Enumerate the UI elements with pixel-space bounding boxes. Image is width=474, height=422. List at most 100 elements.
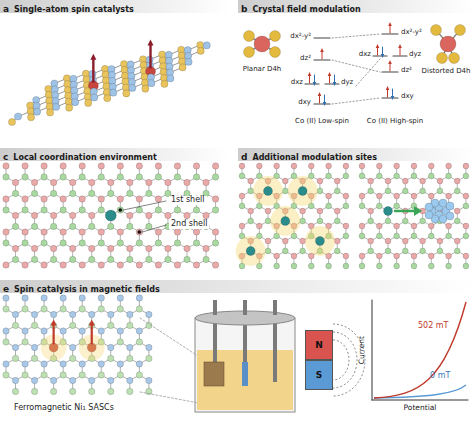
lattice-atom <box>402 218 408 224</box>
lattice-atom <box>127 212 133 218</box>
lattice-atom <box>420 178 426 184</box>
lattice-atom <box>3 240 9 246</box>
lattice-atom <box>402 178 408 184</box>
panel-letter: d <box>241 152 247 162</box>
lattice-atom <box>317 218 323 224</box>
lattice-atom <box>69 179 75 185</box>
lattice-atom <box>31 179 37 185</box>
lattice-atom <box>3 361 9 367</box>
lattice-atom <box>123 90 130 97</box>
spin-down-head <box>323 102 327 106</box>
lattice-atom <box>411 163 417 169</box>
spin-up <box>390 63 391 71</box>
lattice-atom <box>22 295 28 301</box>
lattice-atom <box>317 188 323 194</box>
reference-electrode <box>242 362 248 386</box>
lattice-atom <box>146 311 152 317</box>
lattice-atom <box>185 58 192 65</box>
lattice-atom <box>127 355 133 361</box>
orbital-label: dyz <box>409 51 421 59</box>
spin-arrow <box>92 59 94 82</box>
spin-up <box>322 51 323 59</box>
lattice-atom <box>89 377 95 383</box>
lattice-atom <box>193 174 199 180</box>
lattice-atom <box>282 188 288 194</box>
lattice-atom <box>428 253 434 259</box>
lattice-atom <box>212 240 218 246</box>
lattice-atom <box>203 42 210 49</box>
lattice-atom <box>69 256 75 262</box>
lattice-atom <box>376 223 382 229</box>
lattice-atom <box>343 203 349 209</box>
lattice-atom <box>22 306 28 312</box>
lattice-atom <box>136 295 142 301</box>
lattice-atom <box>108 223 114 229</box>
lattice-atom <box>3 295 9 301</box>
lattice-atom <box>212 196 218 202</box>
lattice-atom <box>60 229 66 235</box>
energy-level <box>373 55 387 56</box>
lattice-atom <box>89 223 95 229</box>
correlation-line <box>332 60 380 72</box>
lattice-atom <box>184 256 190 262</box>
ligand-atom <box>270 31 281 42</box>
lattice-atom <box>53 103 60 110</box>
lattice-atom <box>454 218 460 224</box>
lattice-atom <box>91 94 98 101</box>
lattice-atom <box>98 163 104 169</box>
lattice-atom <box>69 355 75 361</box>
lattice-atom <box>146 190 152 196</box>
lattice-atom <box>41 306 47 312</box>
lattice-atom <box>117 207 123 213</box>
lattice-atom <box>463 193 469 199</box>
lattice-atom <box>104 95 111 102</box>
lattice-atom <box>60 163 66 169</box>
lattice-atom <box>98 372 104 378</box>
lattice-atom <box>326 163 332 169</box>
lattice-atom <box>3 306 9 312</box>
lattice-atom <box>394 263 400 269</box>
lattice-atom <box>89 179 95 185</box>
lattice-atom <box>326 263 332 269</box>
lattice-atom <box>117 163 123 169</box>
transfer-arrow <box>395 210 415 213</box>
lattice-atom <box>50 190 56 196</box>
lattice-atom <box>291 163 297 169</box>
lattice-atom <box>69 377 75 383</box>
lattice-atom <box>146 245 152 251</box>
panel-header: bCrystal field modulation <box>238 0 474 13</box>
lattice-atom <box>89 311 95 317</box>
lattice-atom <box>79 174 85 180</box>
ligand-atom <box>244 31 255 42</box>
lattice-atom <box>50 223 56 229</box>
spin-up-head <box>386 86 390 90</box>
orbital-label: dz² <box>401 67 412 75</box>
lattice-atom <box>446 263 452 269</box>
transfer-arrow-head <box>414 206 422 216</box>
lattice-atom <box>411 173 417 179</box>
lattice-atom <box>165 179 171 185</box>
lattice-atom <box>41 207 47 213</box>
pole-label: N <box>315 340 323 350</box>
lattice-atom <box>300 248 306 254</box>
lattice-atom <box>437 178 443 184</box>
lattice-atom <box>89 212 95 218</box>
lattice-atom <box>12 223 18 229</box>
lattice-atom <box>22 262 28 268</box>
lattice-atom <box>326 193 332 199</box>
lattice-atom <box>41 163 47 169</box>
field-line <box>333 340 349 380</box>
lattice-atom <box>98 229 104 235</box>
lattice-atom <box>376 193 382 199</box>
lattice-atom <box>359 203 365 209</box>
lattice-atom <box>108 245 114 251</box>
correlation-line <box>332 98 380 104</box>
lattice-atom <box>300 208 306 214</box>
lattice-atom <box>22 328 28 334</box>
curve-label: 0 mT <box>430 372 450 381</box>
lattice-atom <box>368 178 374 184</box>
lattice-atom <box>12 388 18 394</box>
lattice-atom <box>334 178 340 184</box>
spin-arrow-head <box>51 320 57 326</box>
lattice-atom <box>31 212 37 218</box>
